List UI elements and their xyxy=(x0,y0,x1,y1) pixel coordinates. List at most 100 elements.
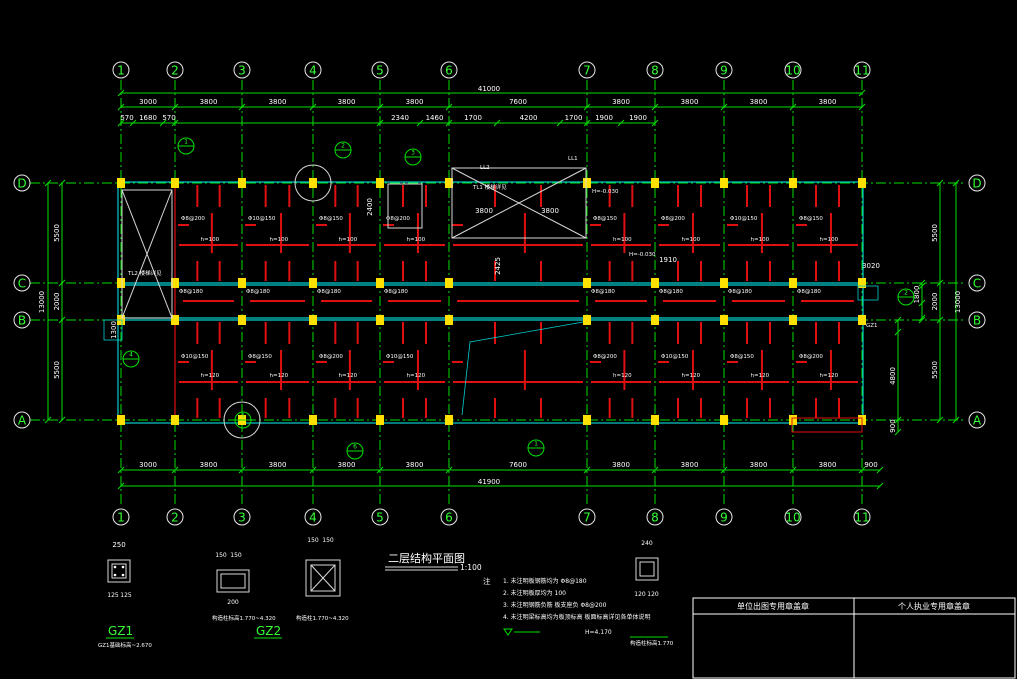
column xyxy=(171,278,179,288)
slab-label: Φ10@150 xyxy=(730,216,758,222)
top-detail-dim-tick xyxy=(117,119,125,127)
gz1-dim-top: 250 xyxy=(112,541,125,549)
title-block: 单位出图专用章盖章 个人执业专用章盖章 xyxy=(692,597,1016,679)
building-outline xyxy=(117,181,864,424)
gz2-dim-a: 150 xyxy=(215,552,227,559)
column xyxy=(171,415,179,425)
axis-label: 1 xyxy=(117,511,125,525)
bottom-span-dim-label: 900 xyxy=(864,461,877,469)
detail-circle xyxy=(223,401,261,439)
top-detail-dim-label: 2340 xyxy=(391,114,409,122)
axis-label: 1 xyxy=(117,64,125,78)
slab-reinforcement xyxy=(174,183,858,420)
gz1-bar xyxy=(113,565,117,569)
axis-bubble-C: C xyxy=(13,274,31,292)
top-detail-dim-label: 570 xyxy=(120,114,133,122)
section-ref-num: 2 xyxy=(904,290,908,297)
right-detail-dim-tick xyxy=(918,314,926,322)
top-span-dim-label: 3000 xyxy=(139,98,157,106)
gz2-name: GZ2 xyxy=(256,624,281,638)
column xyxy=(376,415,384,425)
gz1-section xyxy=(107,559,131,583)
right-span-dim-tick xyxy=(936,279,944,287)
axis-bubble-B: B xyxy=(968,311,986,329)
axis-label: 4 xyxy=(309,64,317,78)
axis-bubble-B: B xyxy=(13,311,31,329)
axis-label: 4 xyxy=(309,511,317,525)
bottom-span-dim-label: 3800 xyxy=(338,461,356,469)
top-detail-dim-label: 1900 xyxy=(629,114,647,122)
section-ref: 3 xyxy=(404,148,422,166)
axis-bubble-8: 8 xyxy=(646,61,664,79)
gz4-dim-a: 120 xyxy=(634,591,646,598)
bottom-span-dim-tick xyxy=(876,466,884,474)
slab-label: Φ8@200 xyxy=(661,216,685,222)
column xyxy=(238,178,246,188)
gz4-detail: 240 120 120 构造柱标高1.770 xyxy=(630,540,674,647)
bottom-span-dim-label: 3800 xyxy=(406,461,424,469)
axis-bubble-10: 10 xyxy=(784,508,802,526)
right-span-dim-label: 5500 xyxy=(931,361,939,379)
right-span-dim-tick xyxy=(936,179,944,187)
column xyxy=(309,415,317,425)
corridor-label: Φ8@180 xyxy=(179,289,203,295)
bottom-span-dim-label: 3800 xyxy=(681,461,699,469)
column xyxy=(445,415,453,425)
bottom-span-dim-tick xyxy=(445,466,453,474)
axis-bubble-3: 3 xyxy=(233,508,251,526)
column xyxy=(858,278,866,288)
left-span-dim-tick xyxy=(58,179,66,187)
bottom-span-dim-tick xyxy=(651,466,659,474)
slab-label: Φ8@150 xyxy=(248,354,272,360)
top-detail-dim-tick xyxy=(617,119,625,127)
gz1-core xyxy=(111,563,127,579)
axis-bubble-circle xyxy=(112,508,130,526)
slab-label: Φ8@150 xyxy=(319,216,343,222)
gz4-note: 构造柱标高1.770 xyxy=(630,639,674,647)
top-detail-dim-label: 1460 xyxy=(426,114,444,122)
elevation-mark-1: H=-0.030 xyxy=(592,189,619,195)
top-detail-dim-tick xyxy=(159,119,167,127)
axis-bubble-circle xyxy=(304,508,322,526)
corridor-label: Φ8@180 xyxy=(797,289,821,295)
top-detail-dim-label: 1680 xyxy=(139,114,157,122)
bottom-span-dim-label: 3800 xyxy=(819,461,837,469)
gz3-detail: 150 150 构造柱1.770~4.320 xyxy=(296,537,349,622)
top-span-dim-label: 3800 xyxy=(200,98,218,106)
axis-bubble-9: 9 xyxy=(715,61,733,79)
column xyxy=(309,315,317,325)
axis-label: 2 xyxy=(171,64,179,78)
note-1: 1. 未注明板钢筋均为 Φ8@180 xyxy=(503,577,587,585)
slab-label: Φ10@150 xyxy=(181,354,209,360)
gz3-dim-b: 150 xyxy=(322,537,334,544)
column xyxy=(789,315,797,325)
left-span-dim-tick xyxy=(58,416,66,424)
right-lower-dim-tick xyxy=(894,416,902,424)
right-lower-dim-tick xyxy=(894,328,902,336)
column xyxy=(651,415,659,425)
slab-thickness: h=100 xyxy=(407,237,426,243)
axis-label: 7 xyxy=(583,64,591,78)
gz1-bar xyxy=(113,573,117,577)
top-detail-dim-tick xyxy=(583,119,591,127)
column xyxy=(171,178,179,188)
gz4-dim-top: 240 xyxy=(641,540,653,547)
gz2-dim-c: 200 xyxy=(227,599,239,606)
top-detail-dim-tick xyxy=(493,119,501,127)
gz3-core xyxy=(310,564,336,592)
top-span-dim-tick xyxy=(376,103,384,111)
axis-bubble-circle xyxy=(968,174,986,192)
left-total-dim-tick xyxy=(44,416,52,424)
axis-bubble-5: 5 xyxy=(371,61,389,79)
left-total-dim: 13000 xyxy=(38,291,46,313)
gz4-core xyxy=(639,561,655,577)
slab-label: Φ10@150 xyxy=(248,216,276,222)
column xyxy=(117,278,125,288)
left-span-dim-tick xyxy=(58,316,66,324)
elevation-mark-2: H=-0.030 xyxy=(629,252,656,258)
axis-bubble-3: 3 xyxy=(233,61,251,79)
column xyxy=(117,178,125,188)
section-ref-num: 2 xyxy=(341,143,345,150)
